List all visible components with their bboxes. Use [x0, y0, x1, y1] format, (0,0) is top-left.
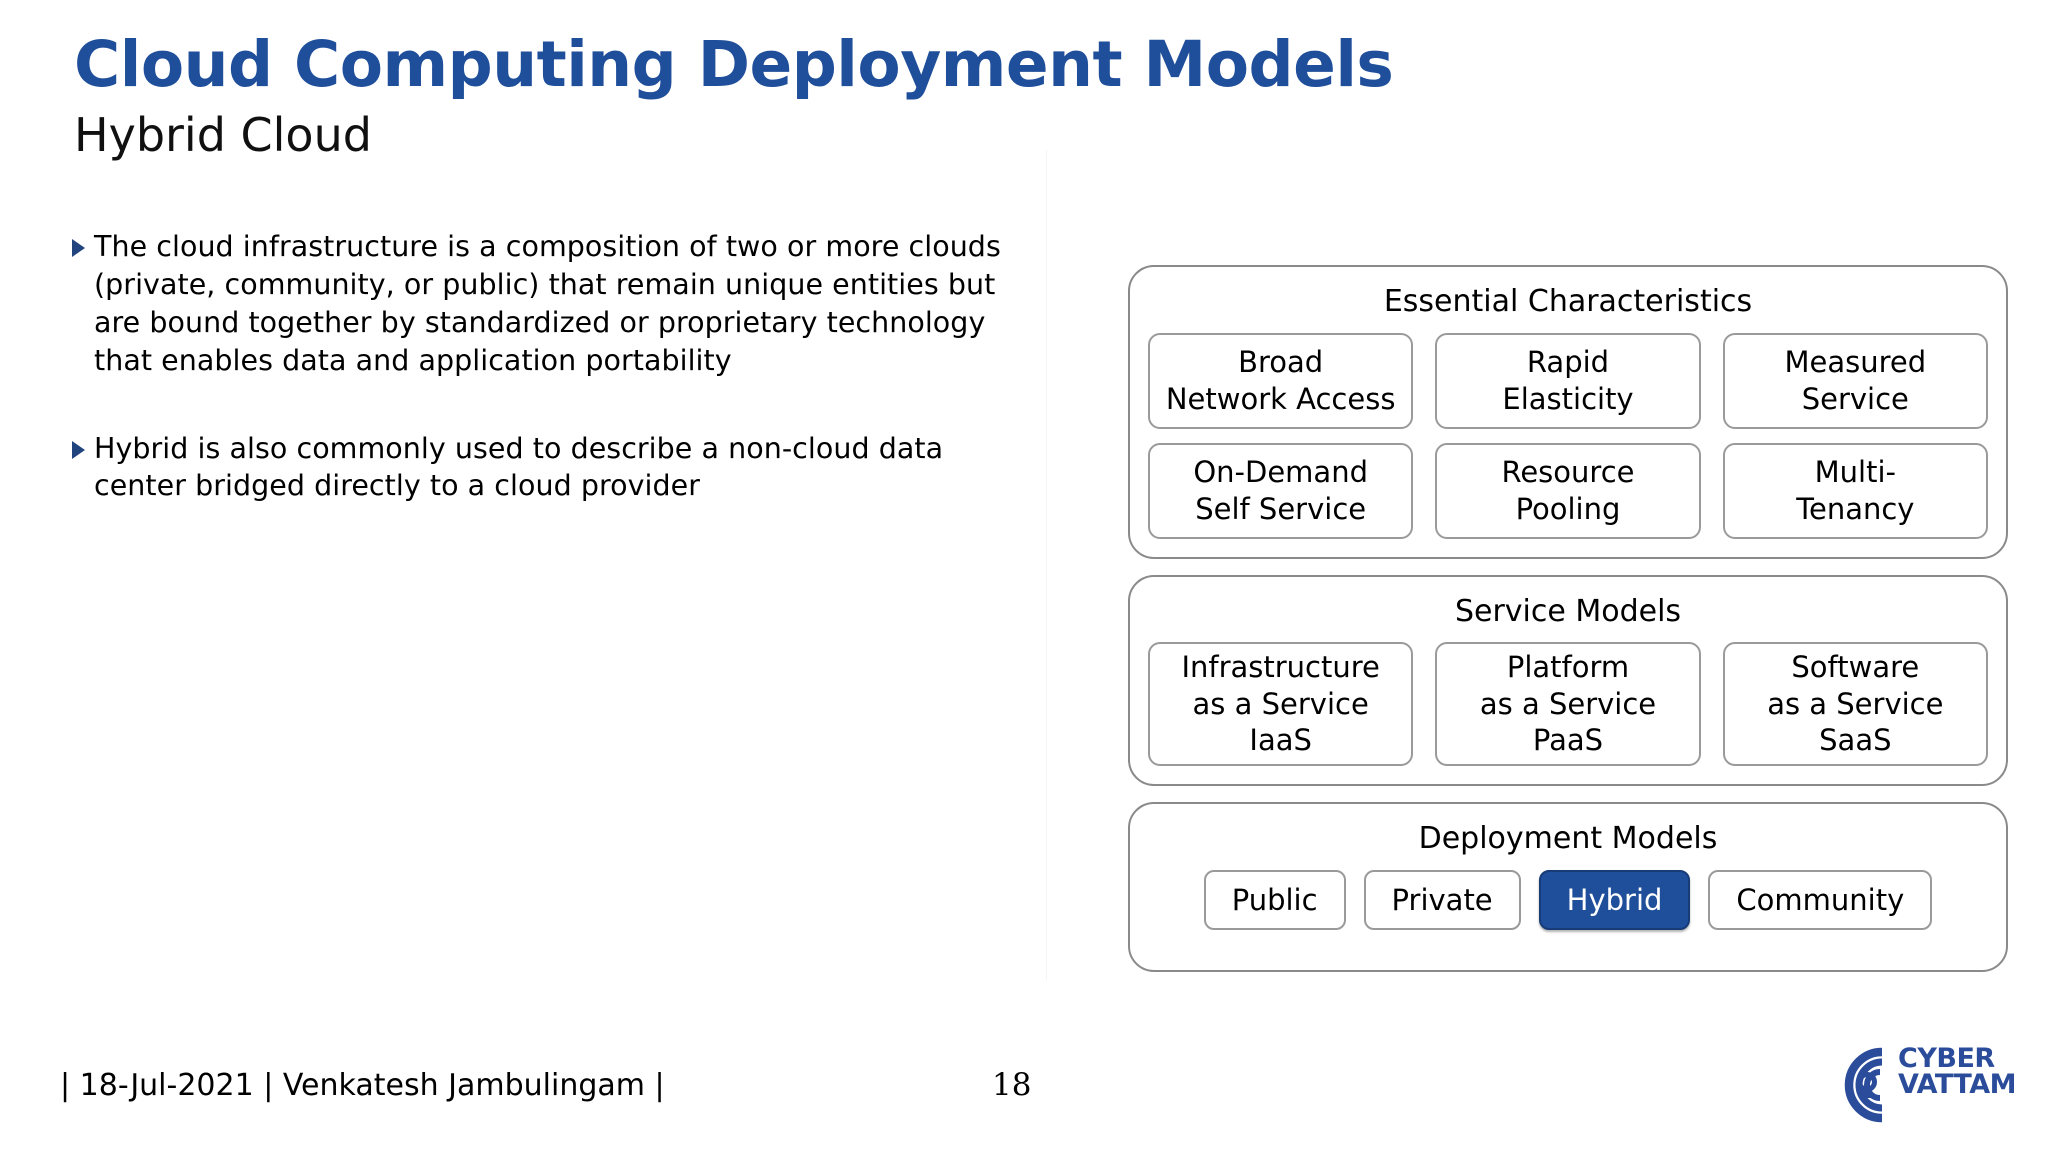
bullet-item: Hybrid is also commonly used to describe… [70, 430, 1030, 506]
page-subtitle: Hybrid Cloud [74, 107, 372, 162]
logo-wordmark: CYBER VATTAM [1898, 1043, 2017, 1101]
panel-essential-characteristics: Essential Characteristics Broad Network … [1128, 265, 2008, 559]
service-model-card-iaas[interactable]: Infrastructure as a Service IaaS [1148, 642, 1414, 766]
cyber-vattam-logo: CYBER VATTAM [1820, 1040, 2030, 1130]
page-title: Cloud Computing Deployment Models [74, 28, 1394, 101]
characteristic-card-on-demand-self-service[interactable]: On-Demand Self Service [1148, 442, 1414, 539]
characteristic-card-measured-service[interactable]: Measured Service [1722, 332, 1988, 429]
panel-row: On-Demand Self Service Resource Pooling … [1148, 442, 1988, 539]
footer-attribution: | 18-Jul-2021 | Venkatesh Jambulingam | [60, 1068, 665, 1103]
characteristic-card-resource-pooling[interactable]: Resource Pooling [1435, 442, 1701, 539]
panel-title-essential-characteristics: Essential Characteristics [1383, 284, 1753, 319]
deployment-chip-private[interactable]: Private [1363, 869, 1521, 931]
column-divider [1046, 150, 1047, 980]
cyber-vattam-keyhole-icon [1844, 1047, 1883, 1123]
triangle-bullet-icon [72, 239, 85, 257]
service-model-card-paas[interactable]: Platform as a Service PaaS [1435, 642, 1701, 766]
characteristic-card-broad-network-access[interactable]: Broad Network Access [1148, 332, 1414, 429]
panel-title-deployment-models: Deployment Models [1418, 821, 1718, 856]
bullet-text: Hybrid is also commonly used to describe… [94, 431, 944, 503]
panel-service-models: Service Models Infrastructure as a Servi… [1128, 574, 2008, 786]
deployment-chip-community[interactable]: Community [1708, 869, 1933, 931]
bullet-item: The cloud infrastructure is a compositio… [70, 228, 1030, 380]
deployment-model-chip-row: Public Private Hybrid Community [1148, 869, 1988, 931]
panel-title-service-models: Service Models [1454, 593, 1682, 629]
slide-header: Cloud Computing Deployment Models Hybrid… [74, 28, 1674, 162]
nist-cloud-model-diagram: Essential Characteristics Broad Network … [1128, 265, 2008, 973]
panel-row: Broad Network Access Rapid Elasticity Me… [1148, 332, 1988, 429]
logo-line-1: CYBER [1898, 1043, 1995, 1074]
characteristic-card-multi-tenancy[interactable]: Multi- Tenancy [1722, 442, 1988, 539]
page-number: 18 [992, 1067, 1032, 1103]
logo-line-2: VATTAM [1898, 1069, 2017, 1101]
body-text-column: The cloud infrastructure is a compositio… [70, 228, 1030, 505]
deployment-chip-public[interactable]: Public [1203, 869, 1346, 931]
deployment-chip-hybrid[interactable]: Hybrid [1538, 869, 1691, 931]
panel-row: Infrastructure as a Service IaaS Platfor… [1148, 642, 1988, 766]
triangle-bullet-icon [72, 440, 85, 459]
panel-deployment-models: Deployment Models Public Private Hybrid … [1128, 802, 2008, 973]
bullet-text: The cloud infrastructure is a compositio… [94, 230, 1001, 377]
service-model-card-saas[interactable]: Software as a Service SaaS [1722, 642, 1988, 766]
characteristic-card-rapid-elasticity[interactable]: Rapid Elasticity [1435, 332, 1701, 429]
